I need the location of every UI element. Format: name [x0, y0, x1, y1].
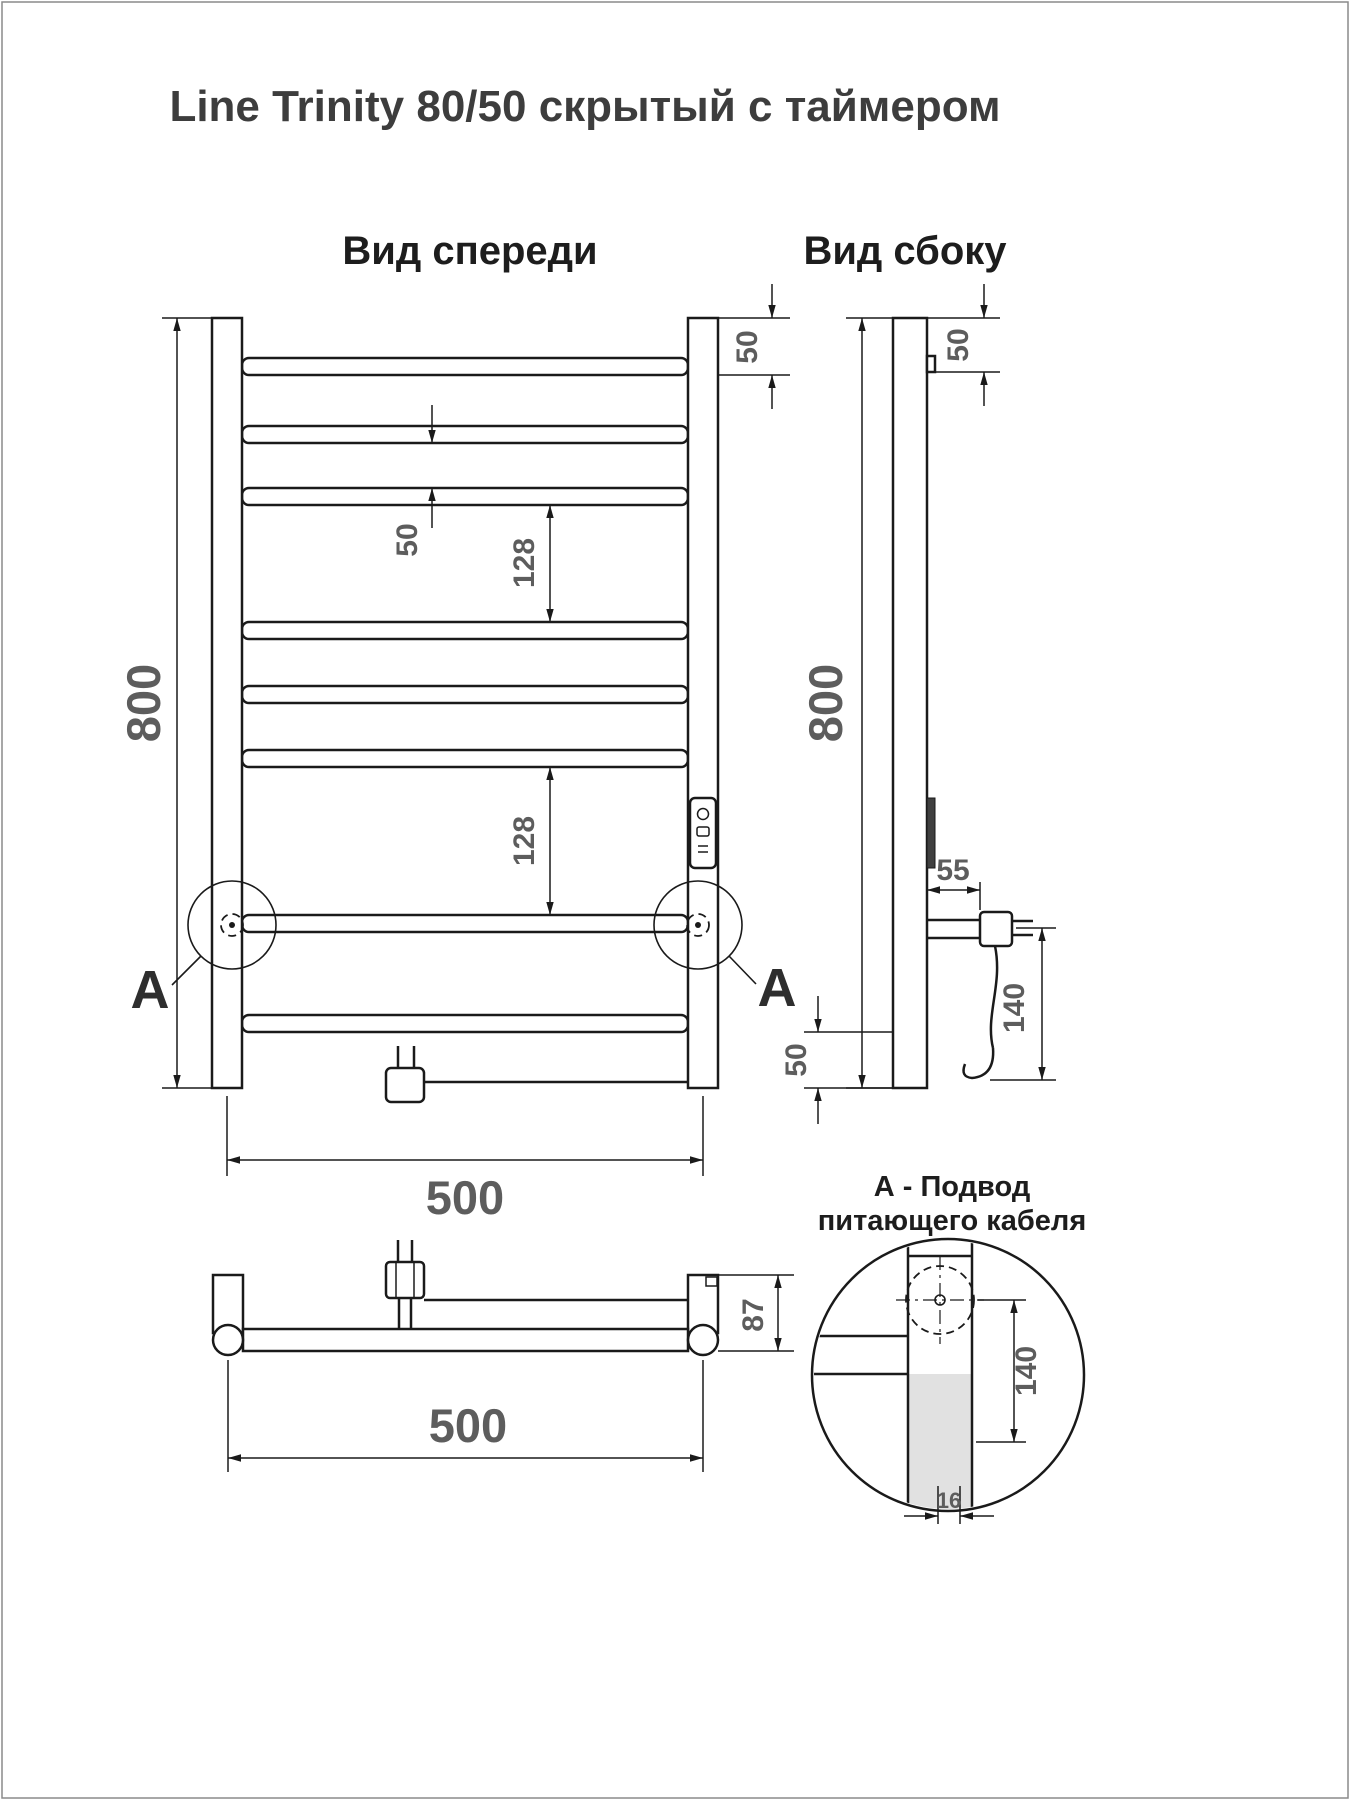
- dim-side-height: 800: [799, 317, 893, 1089]
- wall-bracket-tab: [925, 354, 937, 374]
- side-plug-body: [978, 910, 1014, 948]
- dim-detail-cable-length: 140: [976, 1299, 1043, 1443]
- dim-side-top-offset-label: 50: [942, 328, 975, 361]
- bottom-view: 87 500: [211, 1240, 794, 1472]
- dim-bottom-width-label: 500: [429, 1399, 507, 1452]
- detail-view: А - Подвод питающего кабеля 140: [810, 1171, 1087, 1524]
- marker-a-left-label: А: [131, 960, 170, 1020]
- timer-panel: [688, 796, 718, 870]
- timer-panel-side: [926, 797, 936, 869]
- dim-side-bottom-offset: 50: [780, 996, 893, 1124]
- power-plug-icon: [384, 1046, 688, 1104]
- marker-a-right: А: [653, 880, 797, 1018]
- dim-detail-cable-length-label: 140: [1010, 1346, 1043, 1396]
- dim-front-group-gap-lower-label: 128: [508, 816, 541, 866]
- dim-side-bracket-depth: 55: [926, 854, 981, 916]
- dim-front-top-offset: 50: [718, 284, 790, 409]
- marker-a-right-label: А: [758, 958, 797, 1018]
- dim-side-cable-length: 140: [990, 927, 1056, 1081]
- timer-display-icon: [696, 826, 710, 837]
- front-tube: [241, 1327, 690, 1353]
- dim-bottom-width: 500: [227, 1360, 704, 1472]
- right-post: [686, 316, 720, 1090]
- dim-front-top-offset-label: 50: [731, 330, 764, 363]
- dim-front-rung-gap-label: 50: [391, 523, 424, 556]
- power-plug-top-icon: [384, 1240, 426, 1329]
- dim-front-width-label: 500: [426, 1171, 504, 1224]
- dim-side-bottom-offset-label: 50: [780, 1043, 813, 1076]
- towel-rail-rungs: [240, 356, 690, 1034]
- front-view-label: Вид спереди: [342, 229, 597, 273]
- dim-front-group-gap-upper-label: 128: [508, 538, 541, 588]
- dim-front-height-label: 800: [117, 664, 170, 742]
- dim-bottom-depth-label: 87: [737, 1298, 770, 1331]
- side-view: Вид сбоку 800 50: [780, 229, 1056, 1124]
- detail-heading-line1: А - Подвод: [874, 1171, 1030, 1203]
- dim-detail-pipe-width: 16: [904, 1486, 994, 1524]
- left-wall-plate: [211, 1273, 245, 1335]
- side-plug-and-cord: [927, 910, 1033, 1080]
- dim-side-cable-length-label: 140: [998, 983, 1031, 1033]
- dim-front-height: 800: [117, 317, 212, 1089]
- detail-heading-line2: питающего кабеля: [818, 1205, 1087, 1237]
- right-wall-plate: [686, 1273, 720, 1335]
- left-post: [210, 316, 244, 1090]
- cable-center-dot: [934, 1294, 946, 1306]
- dim-bottom-depth: 87: [718, 1274, 794, 1352]
- side-view-label: Вид сбоку: [803, 229, 1007, 273]
- detail-contents: [814, 1242, 984, 1509]
- left-tube-end: [211, 1323, 245, 1357]
- dim-side-top-offset: 50: [927, 284, 1000, 406]
- right-tube-end: [686, 1323, 720, 1357]
- dim-detail-pipe-width-label: 16: [937, 1488, 961, 1513]
- timer-top-notch: [705, 1276, 718, 1287]
- dim-front-width: 500: [226, 1096, 704, 1224]
- dim-side-bracket-depth-label: 55: [936, 854, 969, 887]
- front-view: Вид спереди: [117, 229, 797, 1224]
- dim-side-height-label: 800: [799, 664, 852, 742]
- dim-front-group-gap-lower: 128: [502, 766, 566, 916]
- power-cord: [989, 945, 999, 1049]
- timer-power-icon: [696, 807, 710, 821]
- dim-front-rung-gap: 50: [391, 405, 450, 557]
- dim-front-group-gap-upper: 128: [502, 504, 566, 623]
- marker-a-left: А: [131, 880, 277, 1020]
- side-post: [891, 316, 929, 1090]
- page-title: Line Trinity 80/50 скрытый с таймером: [169, 82, 1000, 131]
